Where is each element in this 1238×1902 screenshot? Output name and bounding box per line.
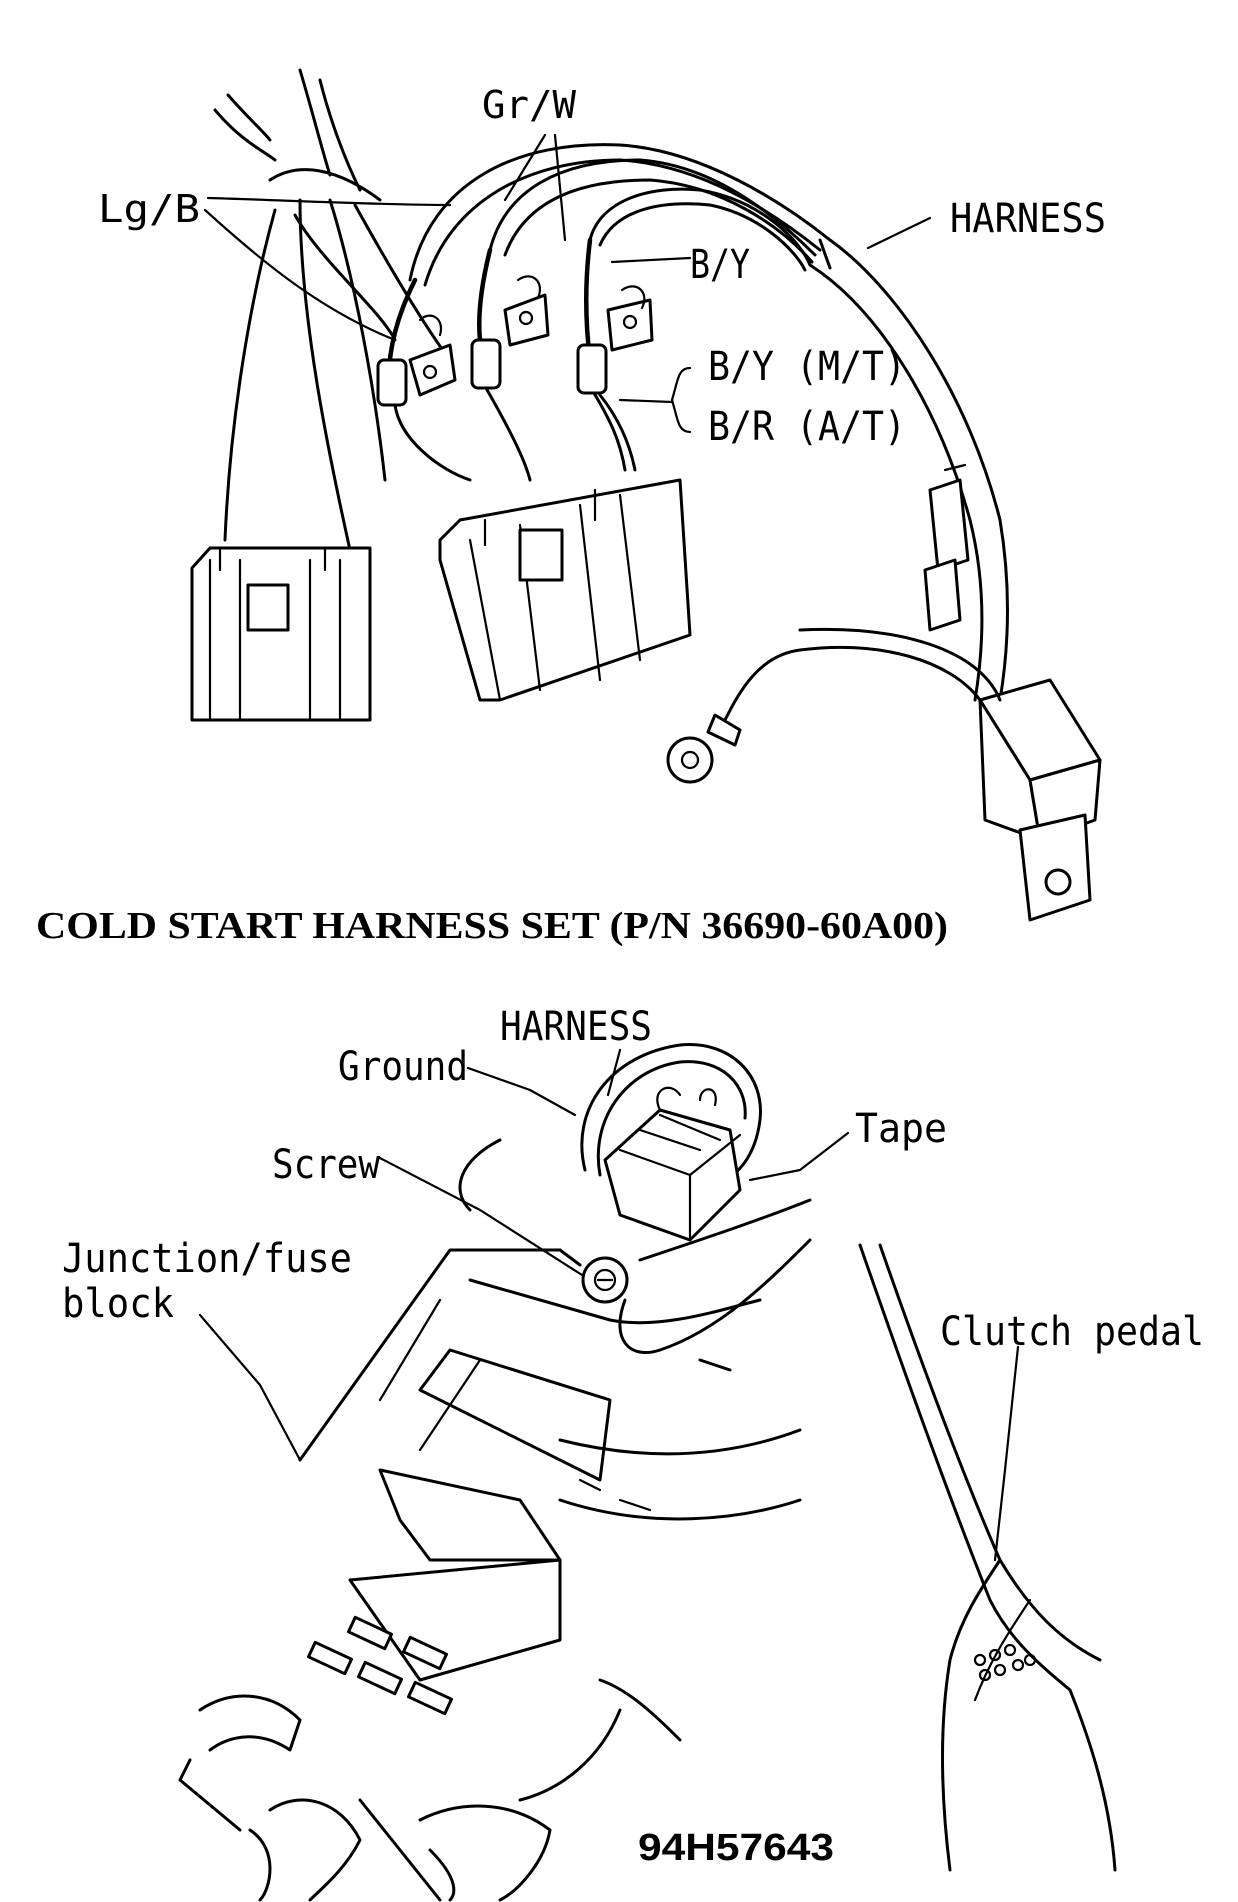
label-harness-lower: HARNESS [500, 1004, 652, 1050]
label-block: block [62, 1281, 174, 1327]
label-junction-fuse: Junction/fuse [62, 1236, 352, 1282]
upper-illustration [190, 68, 1102, 922]
label-ground: Ground [338, 1044, 468, 1090]
label-screw: Screw [272, 1142, 381, 1188]
label-clutch-pedal: Clutch pedal [940, 1309, 1204, 1355]
label-b-r-at: B/R (A/T) [708, 404, 906, 450]
label-lg-b: Lg/B [98, 187, 200, 231]
lower-illustration [178, 1043, 1117, 1902]
label-b-y-mt: B/Y (M/T) [708, 344, 906, 390]
label-tape: Tape [855, 1106, 947, 1152]
figure-id: 94H57643 [638, 1827, 834, 1869]
label-b-y: B/Y [690, 242, 750, 288]
label-gr-w: Gr/W [482, 83, 576, 127]
label-harness-upper: HARNESS [950, 196, 1106, 242]
caption-cold-start-harness: COLD START HARNESS SET (P/N 36690-60A00) [36, 905, 948, 947]
